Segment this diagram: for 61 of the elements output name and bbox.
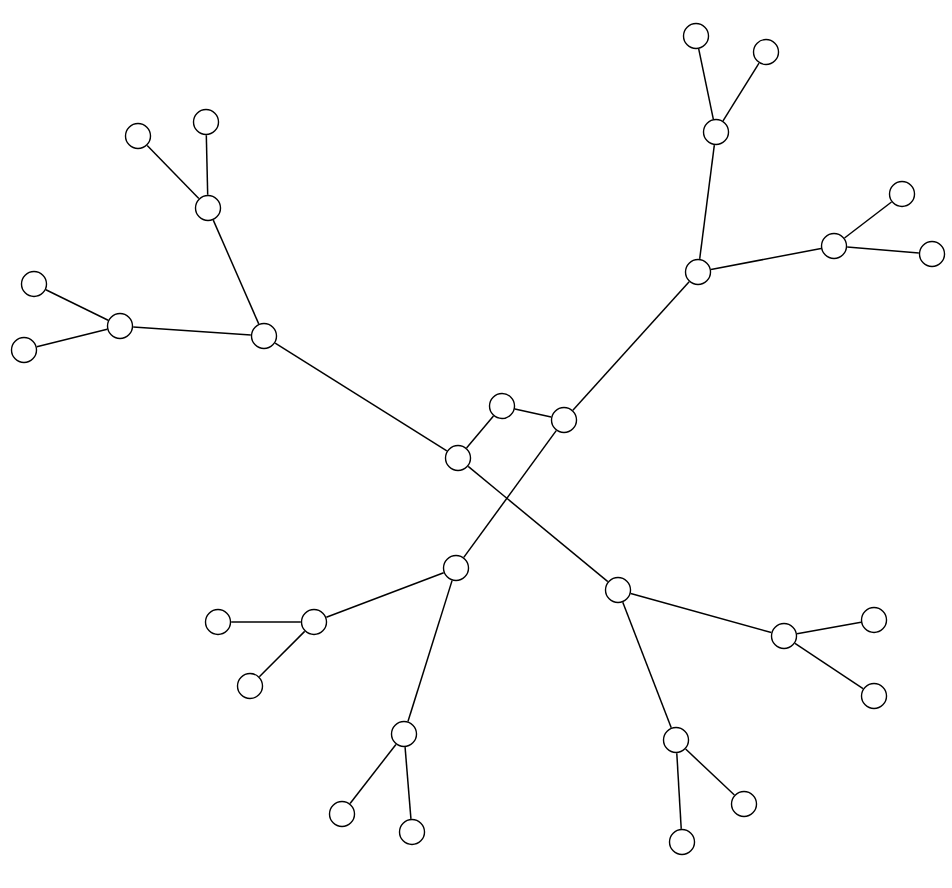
connector-line <box>212 219 260 325</box>
connector-line <box>45 289 109 321</box>
circle-node <box>684 258 712 286</box>
connector-line <box>274 342 448 452</box>
connector-line <box>697 48 715 120</box>
connector-line <box>349 743 397 805</box>
circle-node <box>860 682 888 710</box>
circle-node <box>730 790 758 818</box>
connector-line <box>843 201 893 239</box>
circle-node <box>668 828 696 856</box>
circle-node <box>918 240 946 268</box>
circle-node <box>662 726 690 754</box>
connector-line <box>36 328 108 348</box>
circle-node <box>236 672 264 700</box>
connector-line <box>325 571 445 619</box>
connector-line <box>230 621 302 623</box>
connector-line <box>205 134 209 196</box>
circle-node <box>770 622 798 650</box>
connector-line <box>722 62 760 122</box>
connector-line <box>698 144 716 260</box>
circle-node <box>398 818 426 846</box>
connector-line <box>710 247 822 271</box>
circle-node <box>682 22 710 50</box>
circle-node <box>488 392 516 420</box>
circle-node <box>702 118 730 146</box>
circle-node <box>860 606 888 634</box>
circle-node <box>124 122 152 150</box>
circle-node <box>328 800 356 828</box>
circle-node <box>20 270 48 298</box>
circle-node <box>192 108 220 136</box>
connector-line <box>794 642 864 690</box>
circle-node <box>752 38 780 66</box>
connector-line <box>132 326 252 336</box>
connector-line <box>630 592 773 634</box>
circle-node <box>888 180 916 208</box>
circle-node <box>106 312 134 340</box>
connector-line <box>407 579 453 723</box>
circle-node <box>204 608 232 636</box>
connector-line <box>467 465 609 583</box>
circle-node <box>300 608 328 636</box>
circle-node <box>442 554 470 582</box>
circle-node <box>10 336 38 364</box>
connector-line <box>463 429 557 559</box>
connector-line <box>465 415 495 449</box>
circle-node <box>604 576 632 604</box>
circle-node <box>820 232 848 260</box>
circle-node <box>390 720 418 748</box>
connector-line <box>846 246 920 254</box>
connector-line <box>622 601 672 729</box>
connector-line <box>258 630 306 678</box>
connector-line <box>146 144 200 200</box>
connector-line <box>514 408 552 418</box>
connector-line <box>684 748 736 796</box>
connector-line <box>404 746 412 820</box>
connector-line <box>676 752 682 830</box>
circle-node <box>194 194 222 222</box>
connector-line <box>796 621 862 635</box>
circle-node <box>550 406 578 434</box>
circle-node <box>444 444 472 472</box>
connector-line <box>572 281 690 411</box>
circle-node <box>250 322 278 350</box>
